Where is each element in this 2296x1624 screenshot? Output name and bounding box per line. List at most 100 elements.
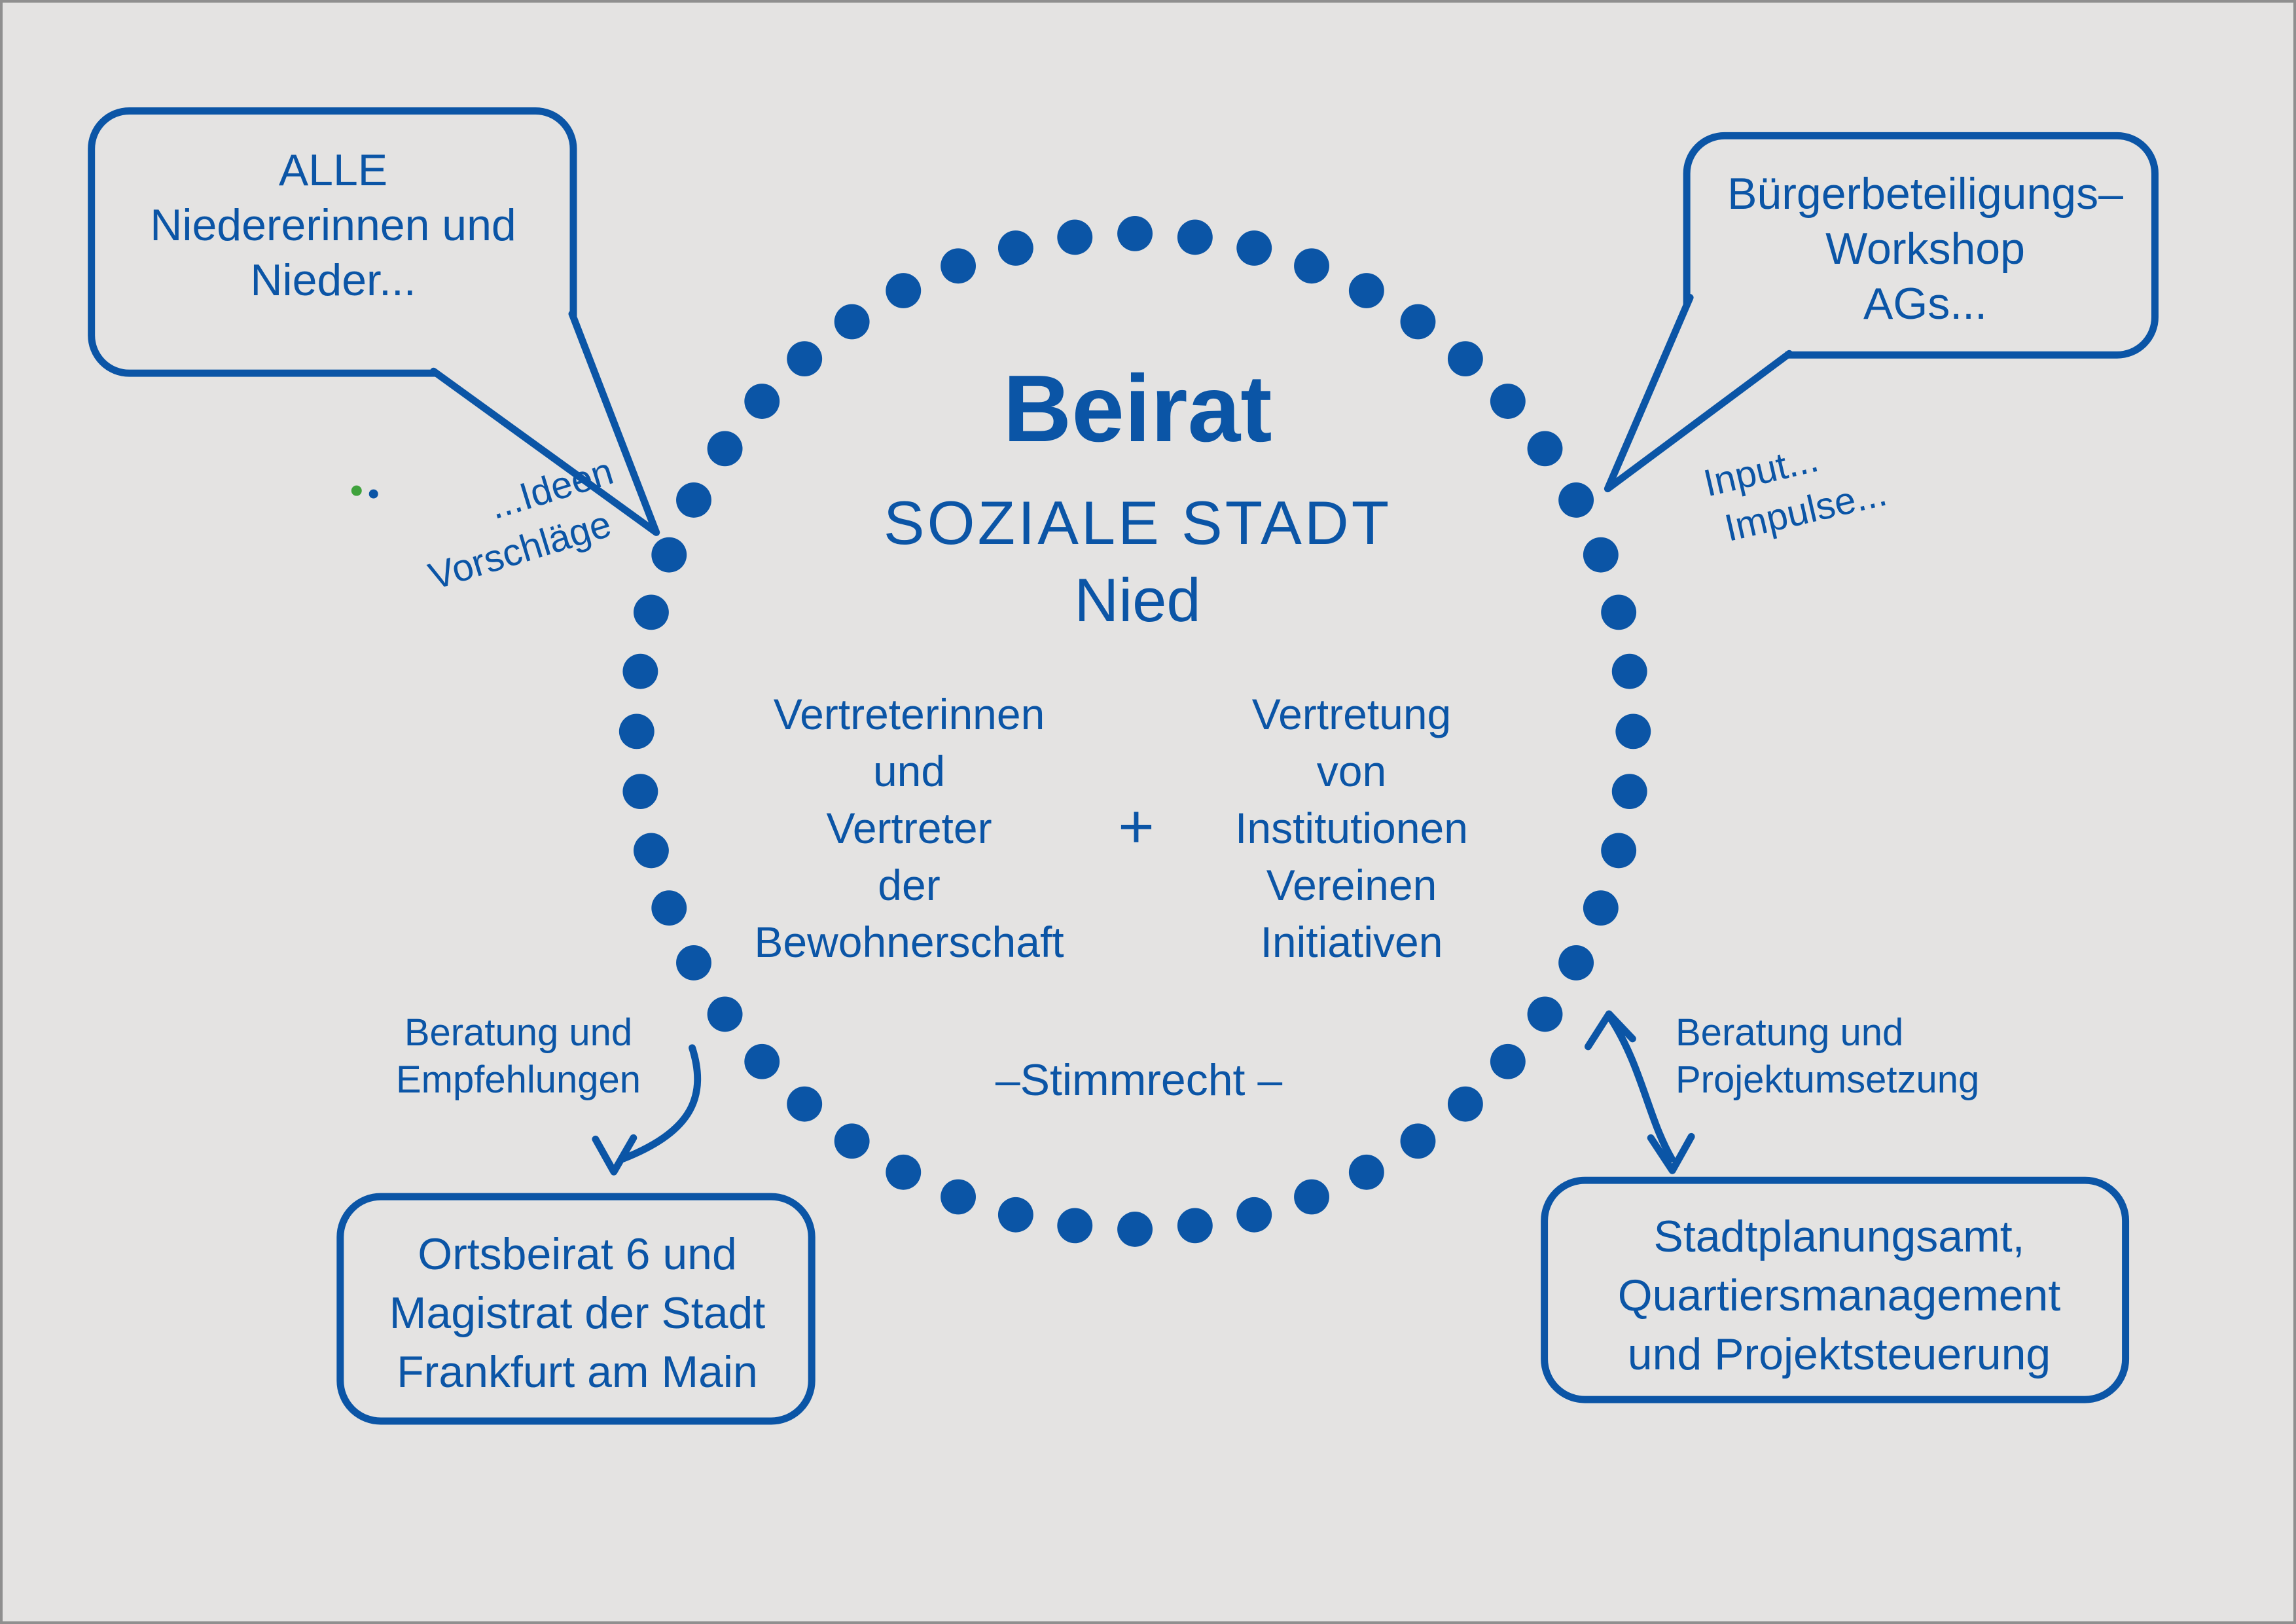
column-line: Bewohnerschaft: [754, 918, 1064, 966]
bubble-line: AGs...: [1863, 279, 1987, 329]
circle-dot: [633, 833, 669, 869]
column-line: Vertreterinnen: [773, 690, 1045, 738]
circle-dot: [941, 1179, 977, 1215]
circle-dot: [1611, 653, 1647, 689]
circle-dot: [1447, 341, 1483, 377]
annotation-line: Empfehlungen: [395, 1058, 641, 1101]
circle-dot: [1236, 230, 1272, 266]
column-line: von: [1316, 747, 1387, 795]
center-title: Beirat: [1003, 355, 1272, 461]
circle-dot: [941, 248, 977, 284]
circle-dot: [787, 1086, 823, 1122]
circle-dot: [1348, 1154, 1384, 1190]
circle-dot: [834, 1123, 870, 1159]
circle-dot: [1490, 1043, 1526, 1079]
circle-dot: [1294, 1179, 1329, 1215]
circle-dot: [886, 273, 922, 308]
arrow-left-curve: [619, 1044, 702, 1163]
column-line: Vertreter: [826, 804, 992, 852]
circle-dot: [997, 230, 1033, 266]
circle-dot: [1601, 833, 1637, 869]
center-subtitle: SOZIALE STADT: [883, 488, 1392, 557]
center-right-column: Vertretung von Institutionen Vereinen In…: [1155, 686, 1548, 971]
circle-dot: [633, 594, 669, 630]
bubble-line: Workshop: [1825, 224, 2025, 274]
circle-dot: [1348, 273, 1384, 308]
speech-bubble-top-right-text: Bürgerbeteiligungs– Workshop AGs...: [1691, 166, 2160, 331]
arrow-down-head: [1647, 1132, 1695, 1174]
small-green-dot: [351, 485, 362, 496]
circle-dot: [834, 304, 870, 340]
circle-dot: [1611, 774, 1647, 810]
circle-dot: [744, 384, 780, 419]
circle-dot: [1527, 996, 1563, 1032]
annotation-line: Beratung und: [1676, 1011, 1904, 1054]
arrow-down-head: [592, 1134, 637, 1176]
box-line: Quartiersmanagement: [1617, 1271, 2061, 1320]
circle-dot: [1057, 219, 1093, 255]
circle-dot: [707, 431, 743, 467]
circle-dot: [651, 890, 687, 926]
arrow-up-head: [1584, 1010, 1636, 1051]
column-line: Institutionen: [1235, 804, 1468, 852]
box-bottom-right: [1541, 1176, 2130, 1403]
circle-dot: [1177, 1208, 1213, 1244]
column-line: der: [878, 861, 941, 909]
circle-dot: [1615, 713, 1651, 749]
arrow-right-curve: [1606, 1014, 1676, 1163]
circle-dot: [1400, 304, 1436, 340]
bubble-line: Bürgerbeteiligungs–: [1727, 169, 2123, 219]
center-district: Nied: [1074, 566, 1201, 634]
circle-dot: [676, 482, 711, 518]
circle-dot: [1400, 1123, 1436, 1159]
center-plus: +: [1118, 792, 1155, 861]
circle-dot: [1117, 215, 1153, 251]
column-line: Vereinen: [1266, 861, 1437, 909]
box-line: Stadtplanungsamt,: [1653, 1212, 2025, 1261]
annotation-advice-right: Beratung und Projektumsetzung: [1676, 1009, 2068, 1104]
circle-dot: [676, 945, 711, 981]
box-bottom-right-text: Stadtplanungsamt, Quartiersmanagement un…: [1548, 1207, 2130, 1384]
annotation-line: Projektumsetzung: [1676, 1058, 1980, 1101]
circle-dot: [1447, 1086, 1483, 1122]
bubble-line: ALLE: [278, 145, 388, 195]
circle-dot: [1177, 219, 1213, 255]
column-line: und: [872, 747, 946, 795]
annotation-advice-left: Beratung und Empfehlungen: [368, 1009, 669, 1104]
circle-dot: [622, 653, 658, 689]
circle-dot: [886, 1154, 922, 1190]
speech-bubble-top-right: [1683, 132, 2159, 359]
speech-bubble-top-left-text: ALLE Niedererinnen und Nieder...: [92, 143, 575, 308]
circle-dot: [1490, 384, 1526, 419]
box-line: und Projektsteuerung: [1627, 1329, 2051, 1379]
center-voting-note: –Stimmrecht –: [995, 1055, 1283, 1105]
speech-bubble-top-right-tail: [1604, 294, 1793, 493]
column-line: Vertretung: [1251, 690, 1452, 738]
circle-dot: [1527, 431, 1563, 467]
box-bottom-left: [336, 1193, 816, 1425]
circle-dot: [1236, 1197, 1272, 1233]
circle-dot: [651, 537, 687, 573]
circle-dot: [1117, 1212, 1153, 1247]
small-blue-dot: [368, 489, 378, 499]
circle-dot: [1583, 537, 1619, 573]
column-line: Initiativen: [1260, 918, 1443, 966]
circle-dot: [1558, 482, 1594, 518]
box-line: Magistrat der Stadt: [389, 1288, 766, 1338]
diagram-shapes: [88, 107, 2159, 1425]
circle-dot: [1294, 248, 1329, 284]
circle-dot: [787, 341, 823, 377]
box-bottom-left-text: Ortsbeirat 6 und Magistrat der Stadt Fra…: [341, 1225, 814, 1401]
box-line: Ortsbeirat 6 und: [418, 1229, 737, 1279]
speech-bubble-top-left-tail: [430, 310, 660, 536]
circle-dot: [744, 1043, 780, 1079]
dotted-circle: [619, 215, 1651, 1247]
circle-dot: [622, 774, 658, 810]
circle-dot: [1057, 1208, 1093, 1244]
circle-dot: [619, 713, 655, 749]
bubble-line: Nieder...: [250, 255, 416, 305]
box-line: Frankfurt am Main: [397, 1347, 758, 1397]
bubble-line: Niedererinnen und: [150, 200, 516, 250]
circle-dot: [707, 996, 743, 1032]
